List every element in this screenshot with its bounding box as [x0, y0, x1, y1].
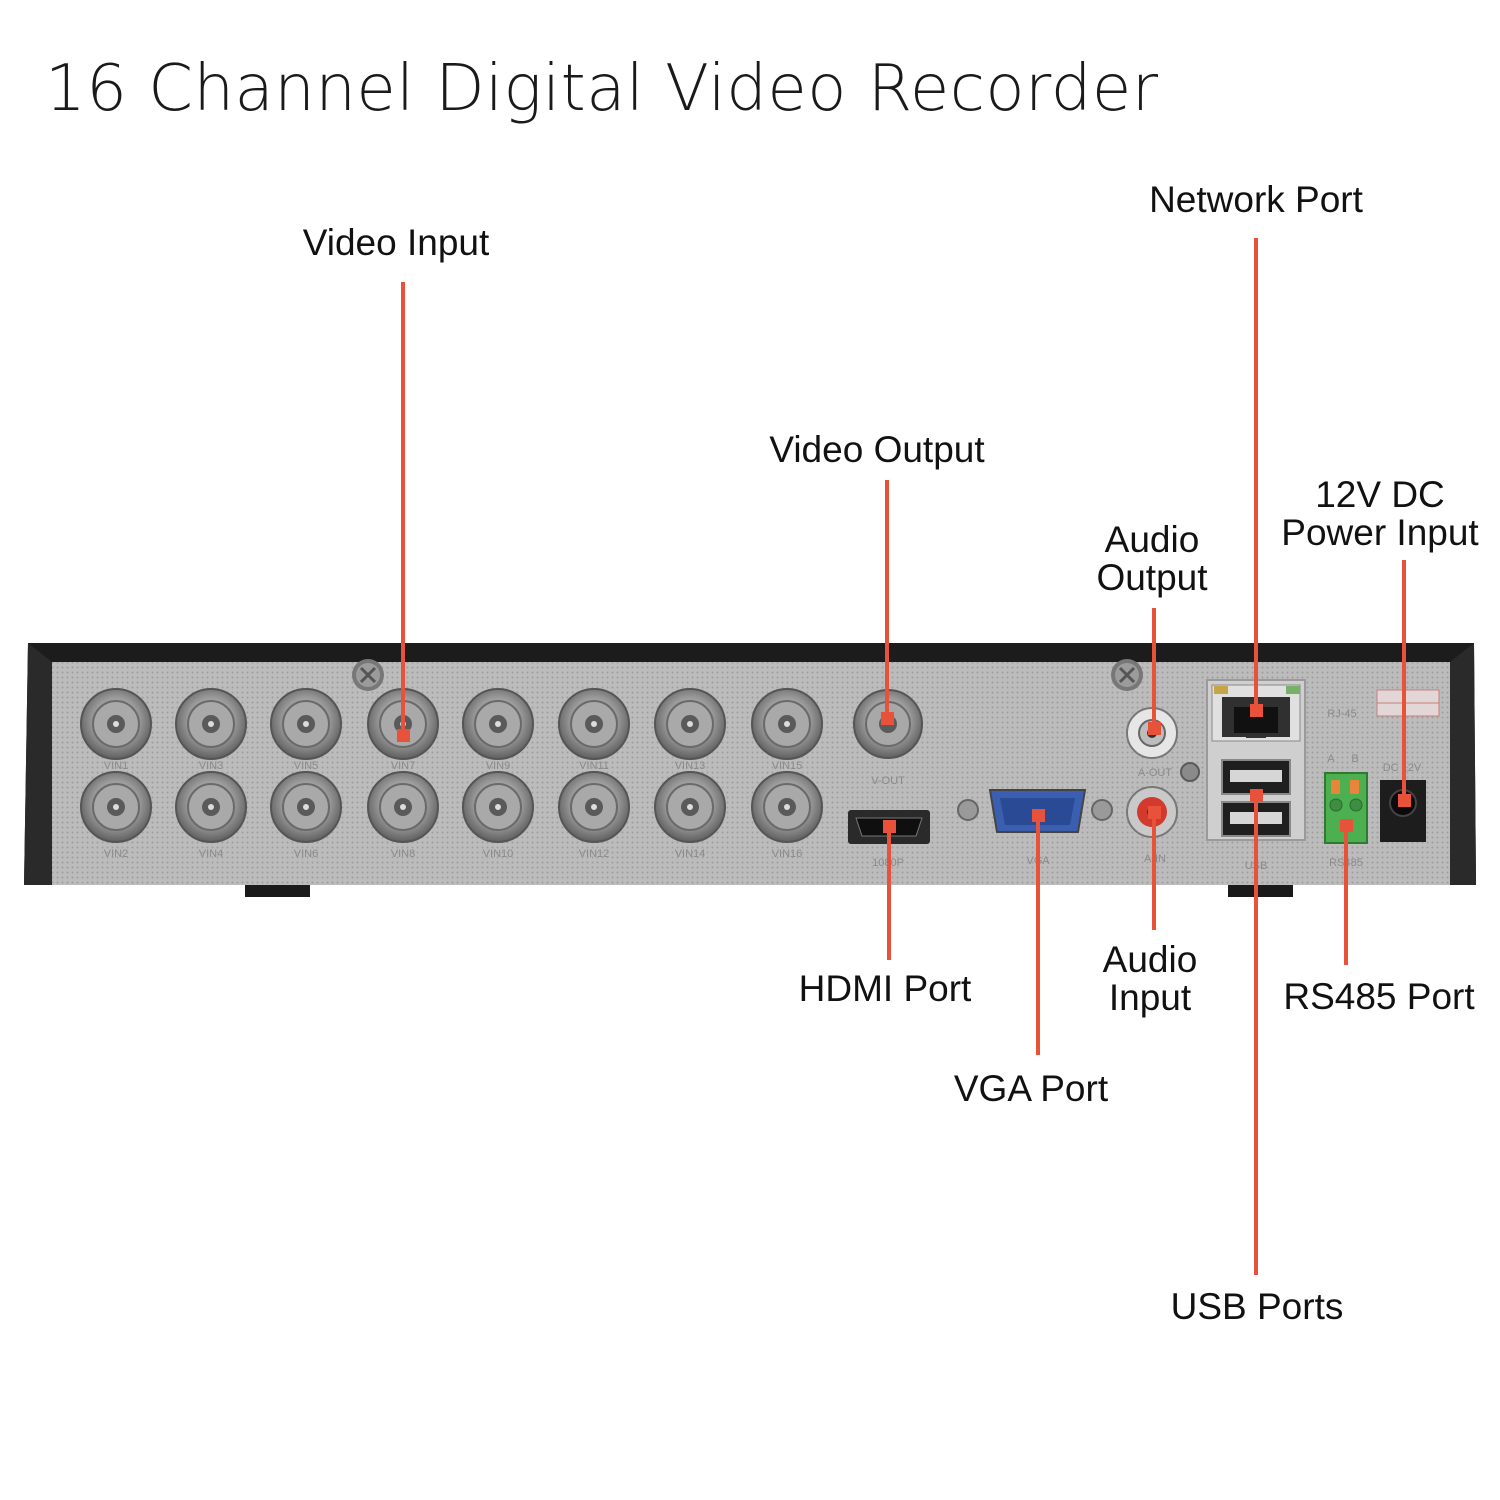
- marker-vga-port: [1032, 809, 1045, 822]
- callout-audio-output: Audio Output: [1082, 521, 1222, 597]
- led-amber: [1214, 686, 1228, 694]
- callout-video-input: Video Input: [302, 222, 490, 263]
- vin-label: VIN15: [772, 760, 803, 772]
- callout-power-input: 12V DC Power Input: [1270, 476, 1490, 552]
- vin-label: VIN12: [579, 848, 610, 860]
- vin-label: VIN6: [294, 848, 318, 860]
- vin-label: VIN13: [675, 760, 706, 772]
- bnc-connector-vin8: VIN8: [367, 771, 439, 860]
- callout-usb-ports: USB Ports: [1170, 1286, 1344, 1327]
- vin-label: VIN1: [104, 760, 128, 772]
- bnc-connector-vin13: VIN13: [654, 688, 726, 772]
- rj45-label: RJ-45: [1327, 708, 1356, 720]
- diagram-title: 16 Channel Digital Video Recorder: [45, 52, 1159, 126]
- usb-port-1: [1221, 759, 1291, 795]
- callout-audio-output-line1: Audio: [1104, 519, 1200, 560]
- bnc-connector-vin3: VIN3: [175, 688, 247, 772]
- ground-screw: [1180, 762, 1200, 782]
- bnc-connector-vin10: VIN10: [462, 771, 534, 860]
- callout-network-port: Network Port: [1149, 179, 1363, 220]
- bnc-connector-vin5: VIN5: [270, 688, 342, 772]
- rs485-b-label: B: [1351, 753, 1358, 765]
- leader-lines: [397, 238, 1411, 1275]
- vin-label: VIN16: [772, 848, 803, 860]
- foot-left: [245, 885, 310, 897]
- vin-label: VIN11: [579, 760, 609, 772]
- bnc-connector-vin4: VIN4: [175, 771, 247, 860]
- vin-label: VIN4: [199, 848, 223, 860]
- callout-video-output: Video Output: [769, 429, 985, 470]
- bnc-connector-vin16: VIN16: [751, 771, 823, 860]
- bnc-connector-vin14: VIN14: [654, 771, 726, 860]
- vin-label: VIN5: [294, 760, 318, 772]
- bnc-connector-vin6: VIN6: [270, 771, 342, 860]
- marker-usb-ports: [1250, 789, 1263, 802]
- vin-label: VIN8: [391, 848, 415, 860]
- callout-vga-port: VGA Port: [953, 1068, 1109, 1109]
- bnc-connector-vin11: VIN11: [558, 688, 630, 772]
- vin-label: VIN9: [486, 760, 510, 772]
- marker-audio-input: [1148, 806, 1161, 819]
- screw-right: [1111, 659, 1143, 691]
- callout-audio-input-line1: Audio: [1102, 939, 1198, 980]
- serial-sticker: [1376, 689, 1440, 717]
- screw-left: [352, 659, 384, 691]
- vin-label: VIN14: [675, 848, 706, 860]
- led-green: [1286, 686, 1300, 694]
- callout-hdmi-port: HDMI Port: [798, 968, 972, 1009]
- bnc-connector-vin9: VIN9: [462, 688, 534, 772]
- marker-rs485-port: [1340, 819, 1353, 832]
- callout-power-input-line2: Power Input: [1281, 512, 1479, 553]
- v-out-label: V-OUT: [871, 775, 905, 787]
- marker-video-output: [881, 712, 894, 725]
- marker-hdmi-port: [883, 820, 896, 833]
- marker-audio-output: [1148, 722, 1161, 735]
- marker-video-input: [397, 729, 410, 742]
- rs485-a-label: A: [1327, 753, 1335, 765]
- bnc-connector-vin2: VIN2: [80, 771, 152, 860]
- callout-rs485-port: RS485 Port: [1283, 976, 1475, 1017]
- foot-right: [1228, 885, 1293, 897]
- bnc-connector-vin1: VIN1: [80, 688, 152, 772]
- vin-label: VIN10: [483, 848, 514, 860]
- bnc-connector-vin15: VIN15: [751, 688, 823, 772]
- vin-label: VIN2: [104, 848, 128, 860]
- vin-label: VIN7: [391, 760, 415, 772]
- a-out-label: A-OUT: [1138, 767, 1173, 779]
- marker-power-input: [1398, 794, 1411, 807]
- callout-audio-output-line2: Output: [1096, 557, 1208, 598]
- bnc-connector-vin12: VIN12: [558, 771, 630, 860]
- callout-audio-input-line2: Input: [1108, 977, 1192, 1018]
- marker-network-port: [1250, 704, 1263, 717]
- callout-audio-input: Audio Input: [1090, 941, 1210, 1017]
- callout-power-input-line1: 12V DC: [1315, 474, 1445, 515]
- vin-label: VIN3: [199, 760, 223, 772]
